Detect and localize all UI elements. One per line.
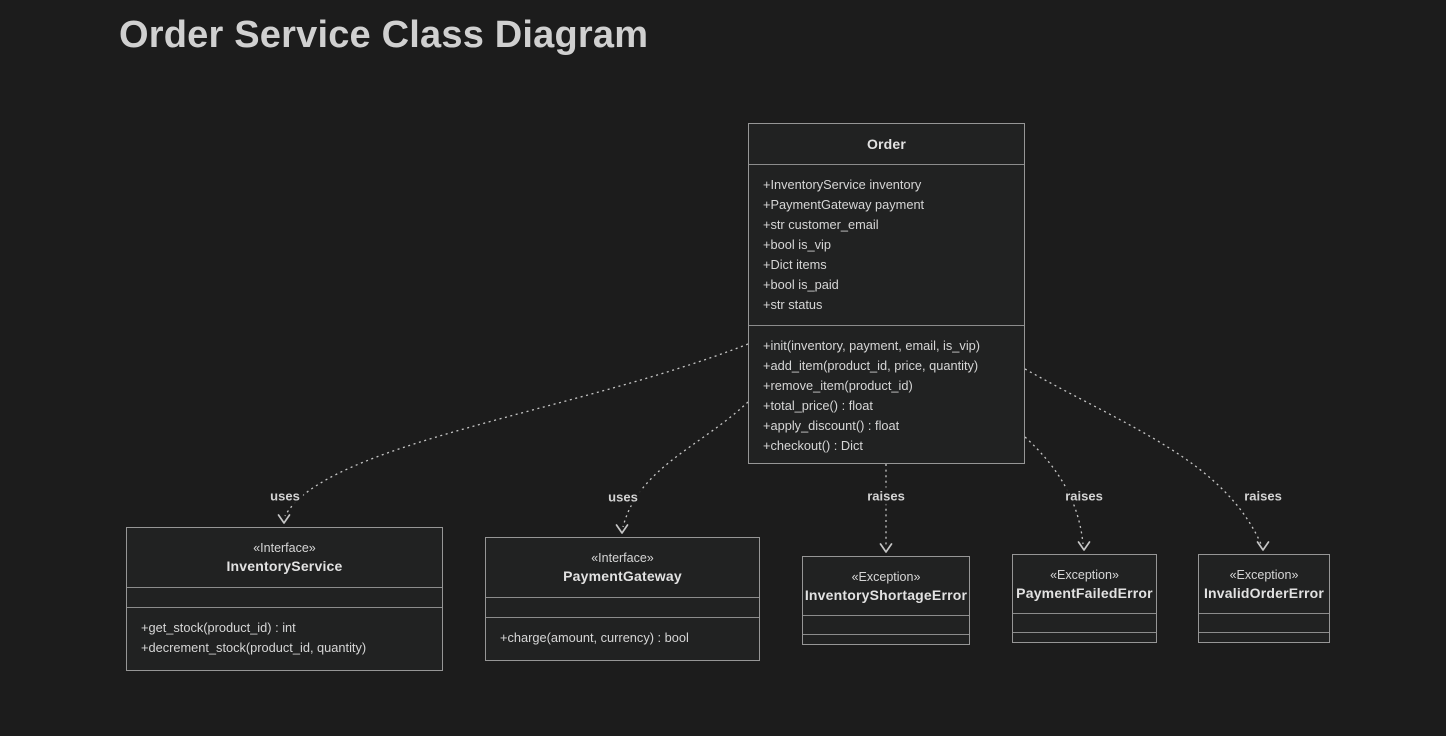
- class-inventoryshortageerror-attributes: [803, 615, 969, 634]
- page-title: Order Service Class Diagram: [119, 14, 649, 56]
- class-name: PaymentGateway: [563, 568, 682, 584]
- edge-label-raises-paymentfailed: raises: [1062, 487, 1106, 505]
- class-order-attributes: +InventoryService inventory +PaymentGatew…: [749, 164, 1024, 325]
- class-stereotype: «Interface»: [591, 551, 654, 565]
- class-order-methods: +init(inventory, payment, email, is_vip)…: [749, 325, 1024, 463]
- class-inventoryshortageerror: «Exception» InventoryShortageError: [802, 556, 970, 645]
- class-inventoryservice-title: «Interface» InventoryService: [127, 528, 442, 587]
- class-member: +PaymentGateway payment: [763, 197, 925, 212]
- edge-label-uses-paymentgateway: uses: [605, 488, 641, 506]
- edge-label-raises-invalidorder: raises: [1241, 487, 1285, 505]
- class-stereotype: «Exception»: [1050, 567, 1119, 582]
- class-invalidordererror-attributes: [1199, 613, 1329, 632]
- class-member: +str customer_email: [763, 217, 879, 232]
- class-member: +add_item(product_id, price, quantity): [763, 358, 979, 373]
- class-member: +decrement_stock(product_id, quantity): [141, 640, 367, 655]
- class-order: Order +InventoryService inventory +Paymen…: [748, 123, 1025, 464]
- class-paymentgateway-attributes: [486, 597, 759, 617]
- class-paymentgateway-title: «Interface» PaymentGateway: [486, 538, 759, 597]
- class-name: InvalidOrderError: [1203, 584, 1325, 601]
- class-member: +bool is_paid: [763, 277, 839, 292]
- class-member: +bool is_vip: [763, 237, 831, 252]
- class-member: +str status: [763, 297, 823, 312]
- class-member: +checkout() : Dict: [763, 438, 863, 453]
- edge-label-uses-inventoryservice: uses: [267, 487, 303, 505]
- class-member: +init(inventory, payment, email, is_vip): [763, 338, 981, 353]
- class-order-title: Order: [749, 124, 1024, 164]
- class-paymentgateway-methods: +charge(amount, currency) : bool: [486, 617, 759, 660]
- class-name: PaymentFailedError: [1016, 584, 1153, 601]
- class-member: +charge(amount, currency) : bool: [500, 630, 689, 645]
- edge-order-raises-invalidordererror: [1024, 368, 1270, 551]
- class-inventoryservice: «Interface» InventoryService +get_stock(…: [126, 527, 443, 671]
- edge-order-uses-paymentgateway: [615, 401, 749, 534]
- open-arrowhead-icon: [879, 543, 893, 553]
- class-stereotype: «Exception»: [851, 569, 921, 584]
- class-stereotype: «Interface»: [253, 541, 316, 555]
- class-paymentfailederror-attributes: [1013, 613, 1156, 632]
- class-name: InventoryService: [226, 558, 343, 574]
- class-member: +InventoryService inventory: [763, 177, 922, 192]
- class-member: +remove_item(product_id): [763, 378, 913, 393]
- class-member: +apply_discount() : float: [763, 418, 900, 433]
- class-inventoryshortageerror-title: «Exception» InventoryShortageError: [803, 557, 969, 615]
- edge-order-uses-inventoryservice: [277, 343, 749, 524]
- edge-order-raises-inventoryshortageerror: [879, 464, 893, 553]
- open-arrowhead-icon: [615, 524, 629, 534]
- open-arrowhead-icon: [1256, 541, 1270, 551]
- class-name: InventoryShortageError: [804, 586, 968, 603]
- class-invalidordererror: «Exception» InvalidOrderError: [1198, 554, 1330, 643]
- edge-label-raises-inventoryshortage: raises: [864, 487, 908, 505]
- class-name: Order: [866, 136, 907, 152]
- class-paymentfailederror: «Exception» PaymentFailedError: [1012, 554, 1157, 643]
- open-arrowhead-icon: [1077, 541, 1091, 551]
- class-paymentgateway: «Interface» PaymentGateway +charge(amoun…: [485, 537, 760, 661]
- class-invalidordererror-methods: [1199, 632, 1329, 651]
- class-member: +total_price() : float: [763, 398, 873, 413]
- class-invalidordererror-title: «Exception» InvalidOrderError: [1199, 555, 1329, 613]
- class-member: +Dict items: [763, 257, 827, 272]
- class-paymentfailederror-methods: [1013, 632, 1156, 651]
- class-inventoryshortageerror-methods: [803, 634, 969, 653]
- class-stereotype: «Exception»: [1229, 567, 1299, 582]
- class-inventoryservice-methods: +get_stock(product_id) : int +decrement_s…: [127, 607, 442, 670]
- open-arrowhead-icon: [277, 514, 291, 524]
- class-paymentfailederror-title: «Exception» PaymentFailedError: [1013, 555, 1156, 613]
- class-member: +get_stock(product_id) : int: [141, 620, 296, 635]
- class-inventoryservice-attributes: [127, 587, 442, 607]
